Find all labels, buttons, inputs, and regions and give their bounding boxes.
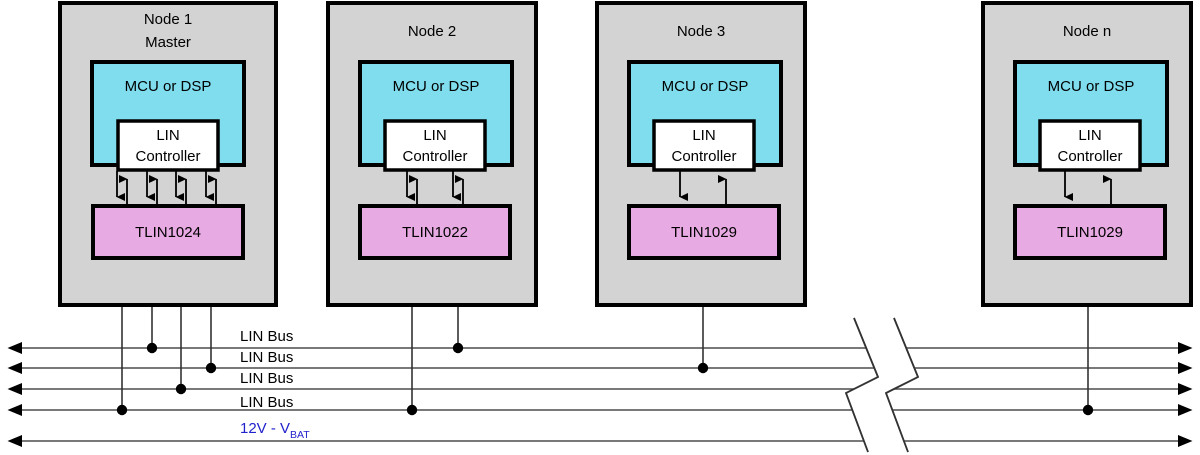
node-n-junction-dot-1	[1082, 404, 1094, 416]
node-1-title-line2: Master	[145, 34, 191, 51]
node-3-lin-controller-label-line2: Controller	[671, 148, 736, 165]
node-n-mcu-label: MCU or DSP	[1048, 78, 1135, 95]
node-n-transceiver-block	[1013, 204, 1167, 260]
node-2-lin-controller-label-line2: Controller	[402, 148, 467, 165]
node-n-lin-controller-block	[1038, 119, 1142, 172]
node-n-lin-controller-label-line2: Controller	[1057, 148, 1122, 165]
node-1-junction-dot-2	[146, 342, 158, 354]
node-1-junction-dot-4	[205, 362, 217, 374]
node-2-signal-pair-1	[406, 171, 418, 205]
node-3-lin-controller-block	[652, 119, 756, 172]
node-2-mcu-label: MCU or DSP	[393, 78, 480, 95]
node-3-title: Node 3	[677, 23, 725, 40]
bus-label-4: LIN Bus	[240, 394, 293, 411]
bus-break-mask	[846, 318, 918, 452]
bus-lines-layer	[7, 342, 1193, 447]
node-3-lin-controller-label-line1: LIN	[692, 127, 715, 144]
node-1-signal-pair-1	[116, 171, 128, 205]
node-2-transceiver-label: TLIN1022	[402, 224, 468, 241]
node-1-title-line1: Node 1	[144, 11, 192, 28]
node-n-title: Node n	[1063, 23, 1111, 40]
node-3-mcu-label: MCU or DSP	[662, 78, 749, 95]
power-rail-label: 12V - VBAT	[240, 420, 310, 441]
node-2-title: Node 2	[408, 23, 456, 40]
node-1-signal-pair-4	[205, 171, 217, 205]
node-2-junction-dot-2	[452, 342, 464, 354]
node-2-transceiver-block	[358, 204, 512, 260]
node-1-signal-pair-3	[175, 171, 187, 205]
node-3-transceiver-label: TLIN1029	[671, 224, 737, 241]
node-1-junction-dot-1	[116, 404, 128, 416]
node-1-mcu-label: MCU or DSP	[125, 78, 212, 95]
bus-break-zigzag-edge-2	[884, 317, 920, 453]
node-2-lin-controller-block	[383, 119, 487, 172]
node-1-transceiver-label: TLIN1024	[135, 224, 201, 241]
node-1-lin-controller-block	[116, 119, 220, 172]
node-1-junction-dot-3	[175, 383, 187, 395]
bus-label-2: LIN Bus	[240, 349, 293, 366]
node-2-junction-dot-1	[406, 404, 418, 416]
node-2-signal-pair-2	[452, 171, 464, 205]
node-n-lin-controller-label-line1: LIN	[1078, 127, 1101, 144]
node-3-junction-dot-1	[697, 362, 709, 374]
node-1-transceiver-block	[91, 204, 245, 260]
node-n-transceiver-label: TLIN1029	[1057, 224, 1123, 241]
node-1-lin-controller-label-line2: Controller	[135, 148, 200, 165]
bus-label-1: LIN Bus	[240, 328, 293, 345]
bus-label-3: LIN Bus	[240, 370, 293, 387]
bus-break-marker-layer	[844, 317, 920, 453]
node-3-transceiver-block	[627, 204, 781, 260]
node-1-lin-controller-label-line1: LIN	[156, 127, 179, 144]
bus-break-zigzag-edge-1	[844, 317, 880, 453]
bus-junction-dots-layer	[116, 342, 1094, 416]
node-2-lin-controller-label-line1: LIN	[423, 127, 446, 144]
node-1-signal-pair-2	[146, 171, 158, 205]
